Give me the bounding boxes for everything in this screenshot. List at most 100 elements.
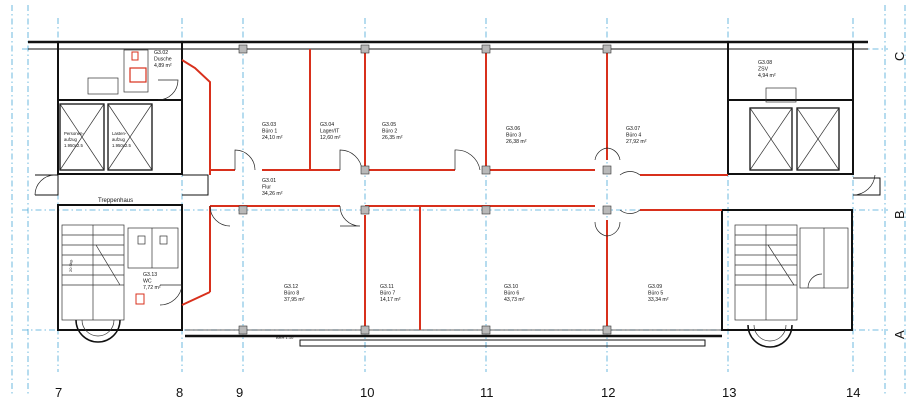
stair-treads-left <box>62 234 124 286</box>
lift-machine-2 <box>765 87 797 103</box>
axis-label-row: B <box>892 210 907 219</box>
door-buero5 <box>619 209 641 214</box>
room-name: Flur <box>262 185 271 191</box>
room-area: 14,17 m² <box>380 297 401 303</box>
door-lager <box>339 149 363 171</box>
door-dusche <box>157 79 179 101</box>
lift-2-label-line3: 1.950x2.5 <box>112 143 131 148</box>
column <box>481 205 491 215</box>
lift-2-label-line1: Lasten- <box>112 131 127 136</box>
room-id: G3.03 <box>262 122 276 128</box>
door-stair-left <box>34 174 56 196</box>
room-area: 4,94 m² <box>758 73 776 79</box>
lift-1-label: Personen- aufzug 1.950x2.5 <box>64 131 84 148</box>
door-buero7 <box>339 205 361 227</box>
lift-shaft-4 <box>796 107 840 171</box>
doors <box>34 79 876 306</box>
wc-block <box>127 227 179 269</box>
axis-label-col: 13 <box>722 385 736 400</box>
stair-right-turret <box>747 324 793 348</box>
axis-label-col: 8 <box>176 385 183 400</box>
axis-label-row: A <box>892 330 907 339</box>
right-core-lower <box>721 209 853 331</box>
door-buero8 <box>209 205 231 227</box>
axis-label-col: 10 <box>360 385 374 400</box>
column <box>360 325 370 335</box>
axis-label-col: 14 <box>846 385 860 400</box>
room-name: Büro 7 <box>380 291 395 297</box>
room-name: Büro 2 <box>382 129 397 135</box>
room-area: 24,10 m² <box>262 135 283 141</box>
room-id: G3.02 <box>154 50 168 56</box>
partition-shower <box>181 59 211 175</box>
stair-left-turret <box>75 319 121 343</box>
room-area: 27,92 m² <box>626 139 647 145</box>
lift-1-label-line2: aufzug <box>64 137 78 142</box>
column <box>602 44 612 54</box>
room-name: Lager/IT <box>320 129 340 135</box>
column <box>602 325 612 335</box>
room-name: WC <box>143 279 152 285</box>
lift-2-label-line2: aufzug <box>112 137 126 142</box>
room-id: G3.01 <box>262 178 276 184</box>
room-id: G3.05 <box>382 122 396 128</box>
lift-shaft-1 <box>59 103 105 171</box>
column <box>481 44 491 54</box>
column <box>481 325 491 335</box>
lift-shaft-3 <box>749 107 793 171</box>
shower-box <box>123 49 149 93</box>
room-name: Büro 1 <box>262 129 277 135</box>
stair-treads-right <box>735 234 797 286</box>
room-area: 43,73 m² <box>504 297 525 303</box>
column <box>360 44 370 54</box>
room-id: G3.12 <box>284 284 298 290</box>
column <box>602 165 612 175</box>
shower-fixture <box>131 51 139 61</box>
stair-step-note: 20 Stg. <box>68 259 73 272</box>
lift-2-label: Lasten- aufzug 1.950x2.5 <box>112 131 131 148</box>
room-id: G3.07 <box>626 126 640 132</box>
column <box>238 205 248 215</box>
room-id: G3.04 <box>320 122 334 128</box>
lift-machine-1 <box>87 77 119 95</box>
room-name: Büro 3 <box>506 133 521 139</box>
column <box>238 44 248 54</box>
axis-label-col: 11 <box>480 385 494 400</box>
door-utility-right <box>807 273 823 289</box>
column <box>602 205 612 215</box>
room-id: G3.06 <box>506 126 520 132</box>
door-wc <box>159 284 183 306</box>
door-stair-right <box>852 174 876 196</box>
door-buero4 <box>619 171 641 176</box>
room-area: 4,89 m² <box>154 63 172 69</box>
room-area: 12,60 m² <box>320 135 341 141</box>
door-buero1 <box>234 149 256 171</box>
left-core-lower <box>57 204 183 331</box>
axis-label-col: 7 <box>55 385 62 400</box>
lift-1-label-line3: 1.950x2.5 <box>64 143 83 148</box>
door-buero3 <box>594 147 621 161</box>
column <box>360 165 370 175</box>
partition-wc <box>181 291 211 306</box>
room-id: G3.13 <box>143 272 157 278</box>
room-area: 26,38 m² <box>506 139 527 145</box>
axis-label-col: 9 <box>236 385 243 400</box>
door-buero6 <box>594 221 621 237</box>
room-id: G3.09 <box>648 284 662 290</box>
room-area: 34,26 m² <box>262 191 283 197</box>
room-id: G3.10 <box>504 284 518 290</box>
new-partitions <box>181 49 728 330</box>
